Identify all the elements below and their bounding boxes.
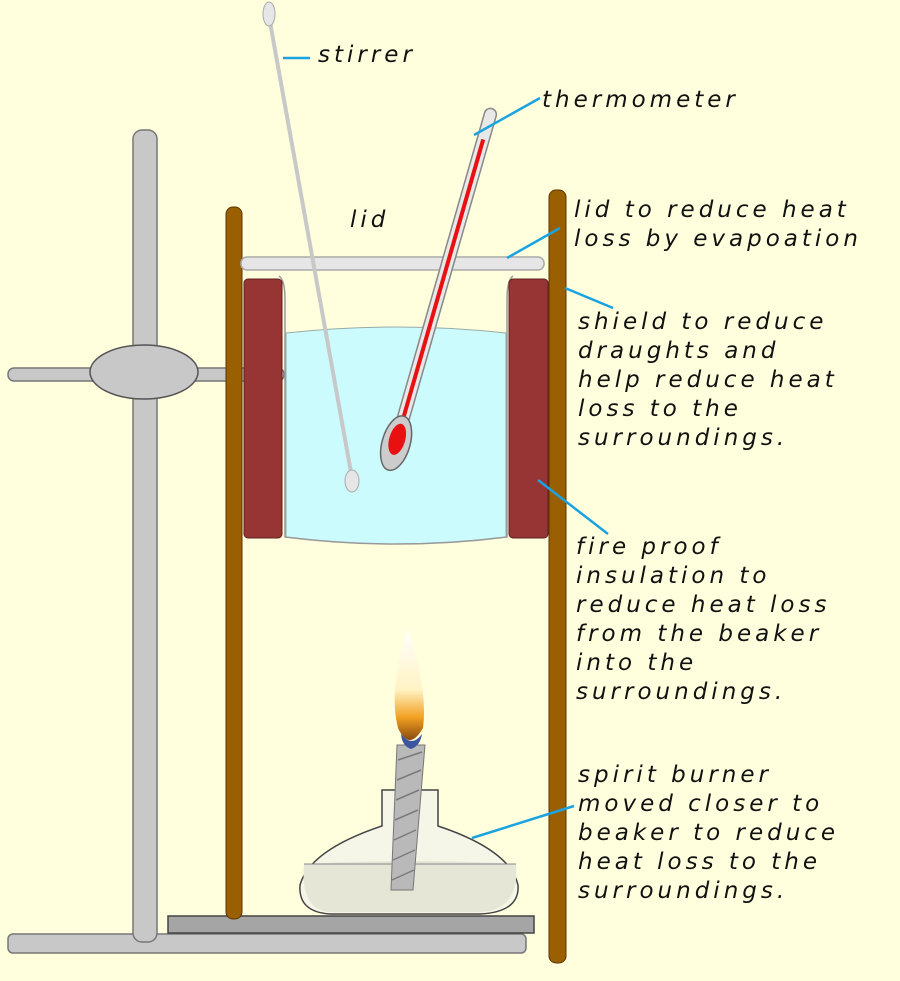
shield-note: shield to reduce draughts and help reduc… [578,309,838,451]
stand-base [7,933,527,954]
flame [394,628,424,740]
lid-leader [506,226,561,260]
shield-post-left [225,206,243,920]
retort-stand [7,129,527,954]
stirrer [262,1,360,493]
beaker-wall [278,275,514,545]
thermometer-label: thermometer [542,87,739,113]
burner-leader [471,804,575,840]
stand-rod [132,129,158,943]
heat-proof-mat [167,915,535,934]
thermometer-leader [473,96,541,137]
stirrer-label: stirrer [318,42,416,68]
insulation-note: fire proof insulation to reduce heat los… [576,534,831,705]
burner-note: spirit burner moved closer to beaker to … [578,762,840,904]
insulation-leader [537,479,609,535]
insulation-right [508,278,549,539]
boss-head [89,344,199,400]
thermometer [379,107,498,472]
insulation-left [243,278,283,539]
shield-post-right [548,189,567,964]
lid [240,256,545,271]
lid-label: lid [350,207,390,233]
spirit-burner [299,628,519,915]
shield-leader [564,286,614,310]
beaker [278,275,514,545]
lid-note: lid to reduce heat loss by evapoation [574,197,862,252]
leader-lines [283,56,614,840]
